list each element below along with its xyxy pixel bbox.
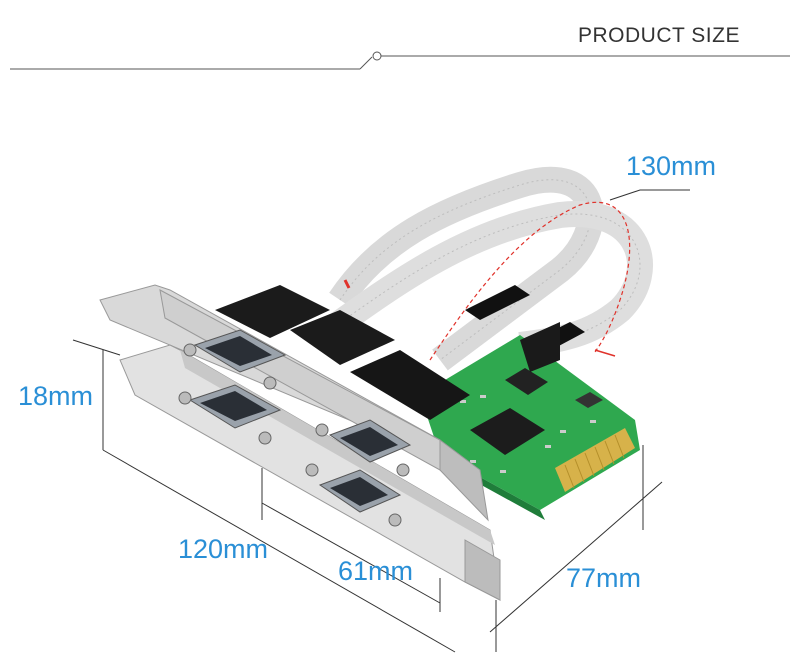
page-title: PRODUCT SIZE [578,24,740,47]
db9-port [183,329,287,390]
db9-port [178,384,282,445]
db9-port [305,463,402,527]
bracket-height-label: 18mm [18,381,94,411]
card-height-label: 77mm [566,563,642,593]
cable-length-label: 130mm [626,151,717,181]
dimension-lines [72,339,663,653]
db9-port [315,419,412,477]
card-length-label: 120mm [178,534,269,564]
db9-cable-headers [215,285,470,420]
small-chip [505,368,548,395]
controller-chip [470,408,545,455]
pcb-length-label: 61mm [338,556,414,586]
cable-length-marker [429,189,690,361]
pin-header [465,285,530,320]
header-divider [10,51,790,70]
